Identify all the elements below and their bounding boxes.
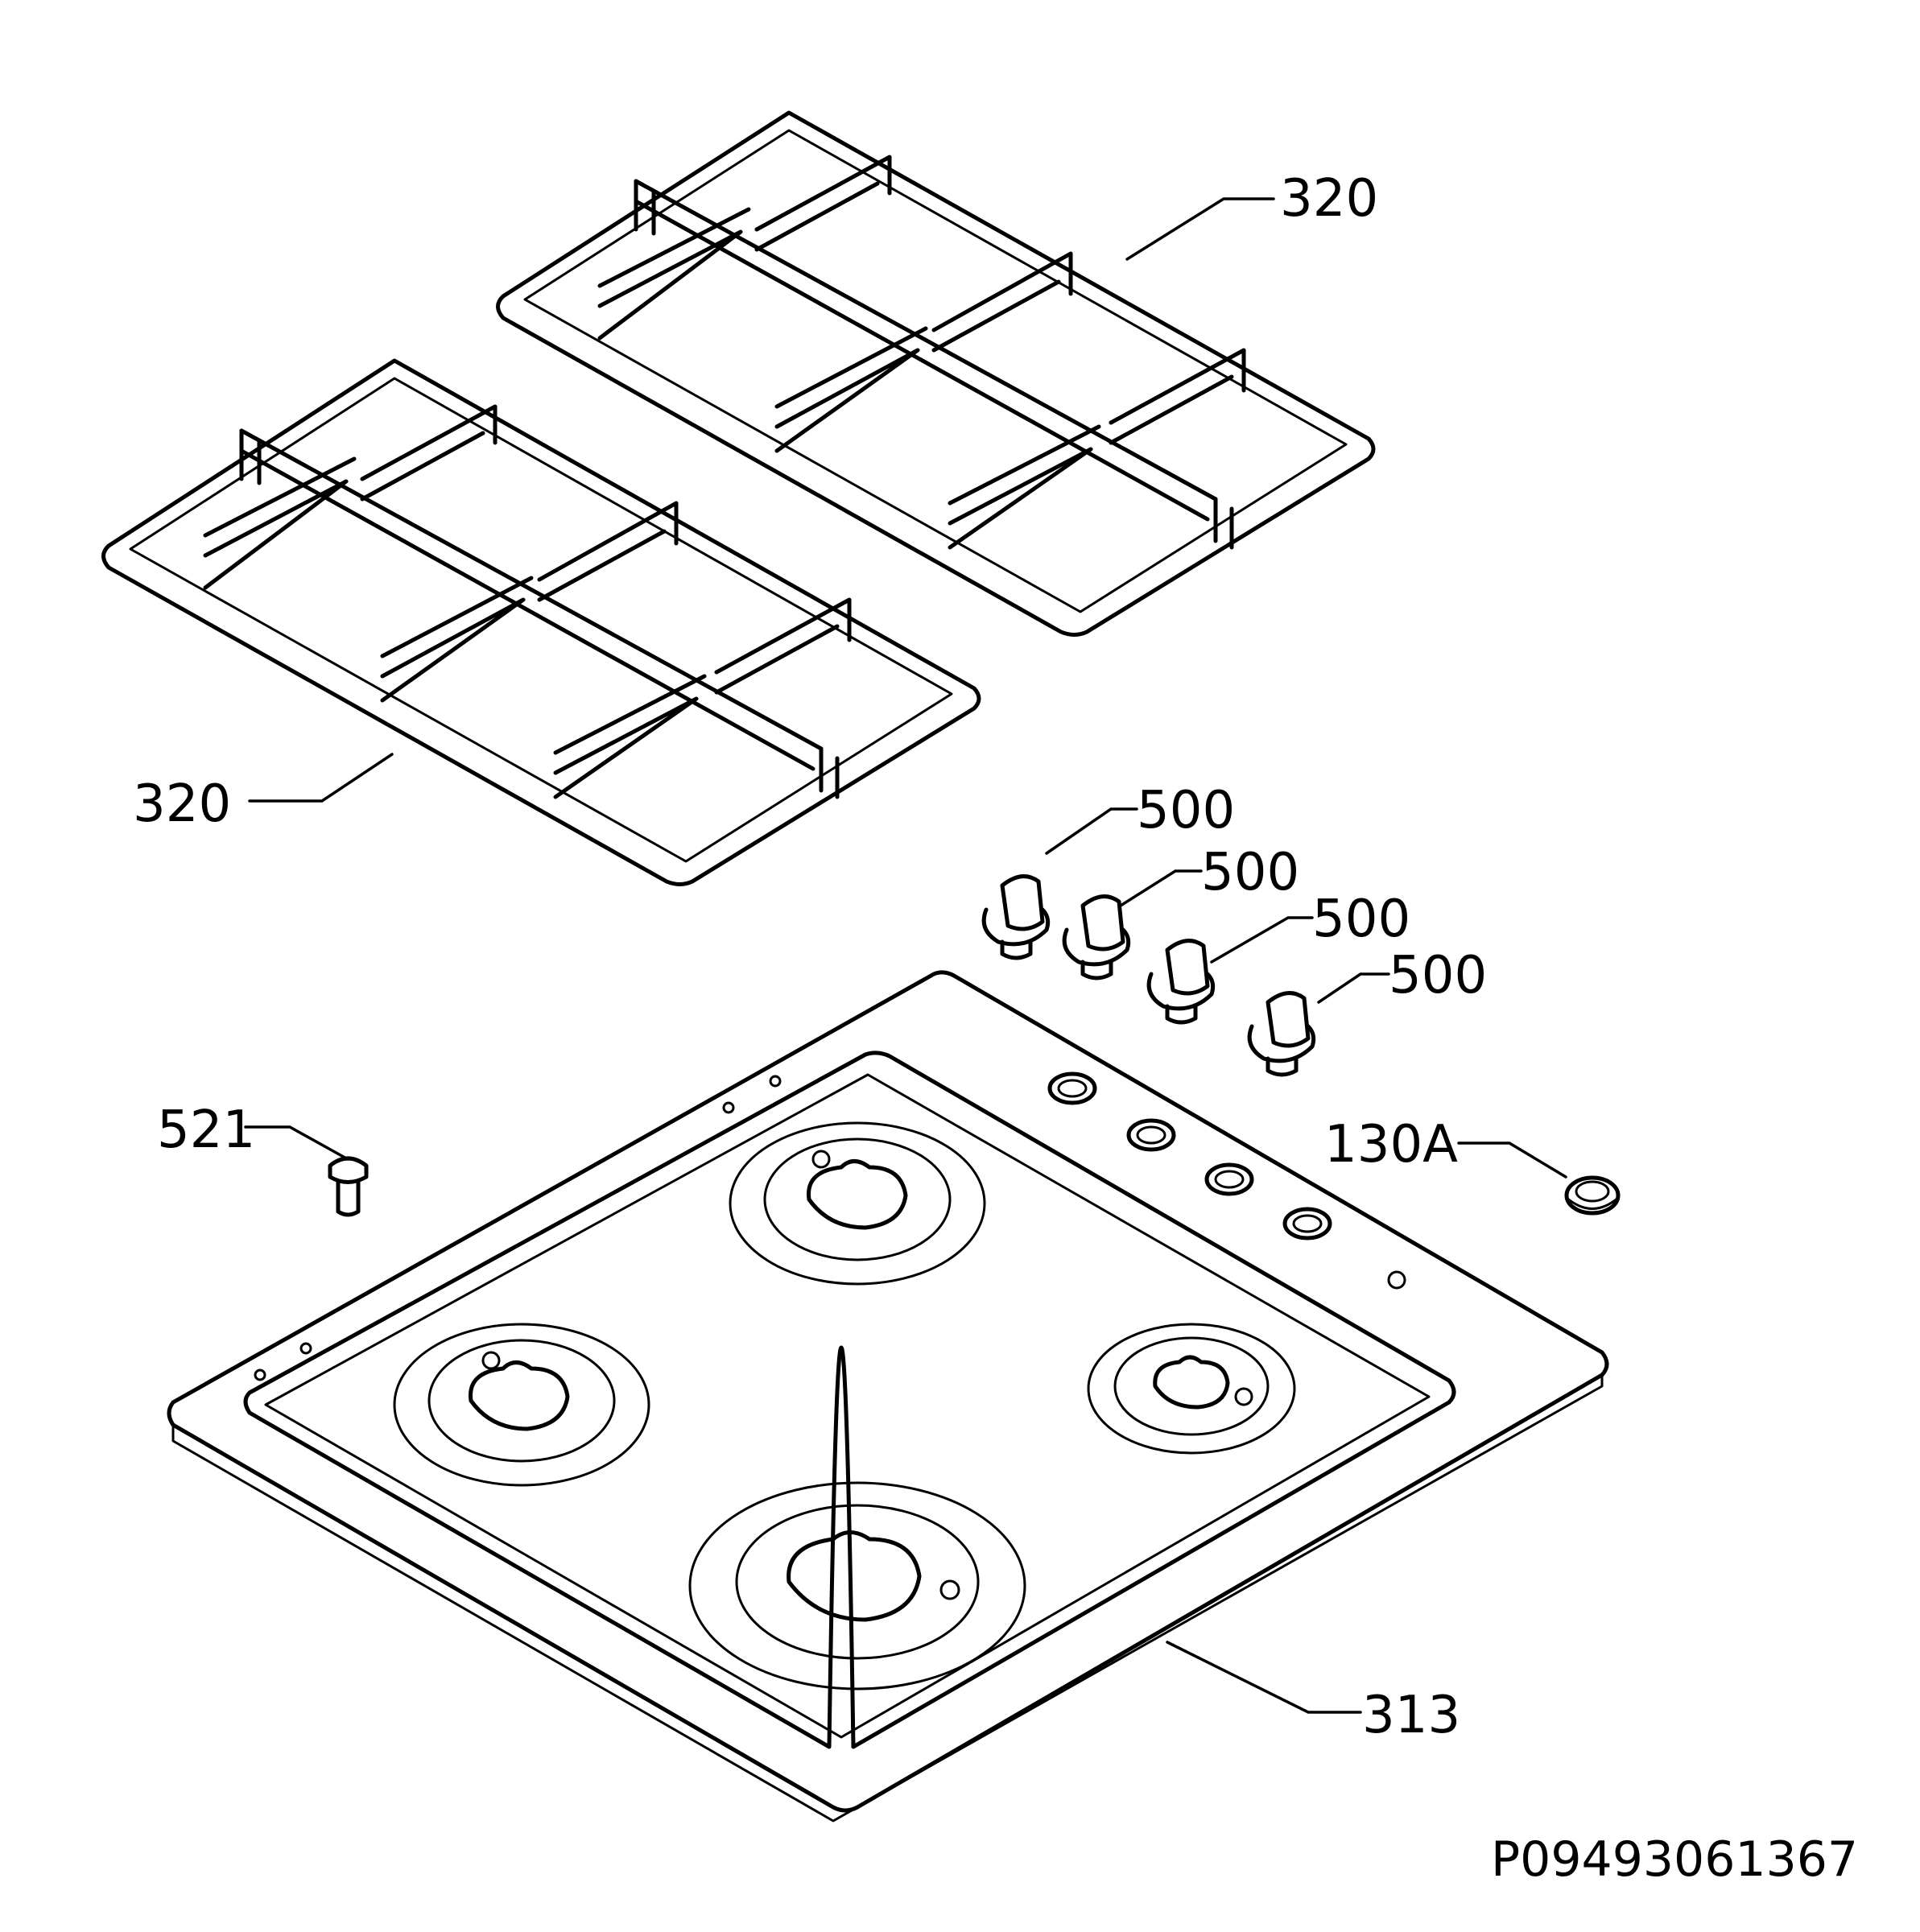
drawing-code: P09493061367 [1491,1831,1858,1888]
screw [328,1156,369,1217]
control-knob-4 [1247,991,1316,1077]
label-hob-top: 313 [1362,1686,1460,1745]
label-knob-3: 500 [1312,890,1410,949]
burner-opening-right [1087,1323,1296,1455]
label-grate-upper: 320 [1280,169,1378,229]
control-knob-1 [981,874,1051,960]
label-screw: 521 [157,1100,255,1160]
fixing-holes [254,1075,782,1381]
label-knob-4: 500 [1389,946,1487,1005]
leader-lines [244,197,1567,1714]
knob-holes [1047,1071,1406,1290]
burner-opening-rear [729,1121,986,1286]
hob-top-plate [167,970,1609,1823]
callout-labels: 320 320 500 500 500 500 521 130A 313 [133,169,1487,1745]
control-knob-2 [1062,894,1131,980]
label-knob-2: 500 [1201,843,1299,902]
control-knob-3 [1146,939,1216,1025]
knob-seal [1564,1175,1621,1216]
label-knob-1: 500 [1137,781,1235,840]
label-knob-seal: 130A [1324,1115,1458,1174]
label-grate-lower: 320 [133,774,231,834]
pan-support-grate-lower [101,358,981,886]
burner-opening-left [393,1323,650,1487]
burner-opening-front [688,1481,1026,1690]
pan-support-grate-upper [496,110,1376,637]
